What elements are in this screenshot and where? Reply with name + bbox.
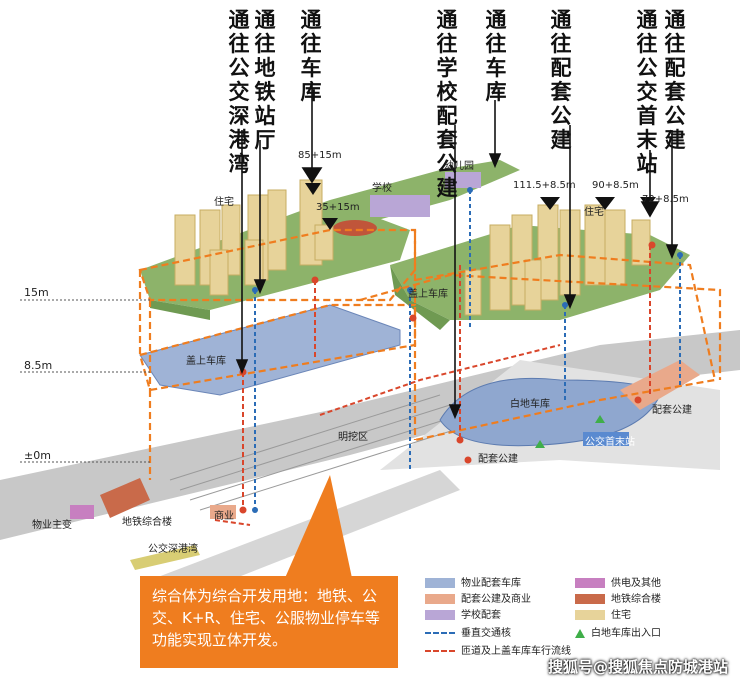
label-arrows <box>235 85 679 420</box>
label-to-garage-1: 通往车库 <box>300 8 322 104</box>
height-tag-1: 85+15m <box>298 150 342 161</box>
zone-school: 学校 <box>372 183 392 194</box>
zone-supporting-building-2: 配套公建 <box>652 405 692 416</box>
metro-complex-shape <box>100 478 150 518</box>
deck-left-edge <box>150 300 210 320</box>
legend-item-public-building: 配套公建及商业 <box>425 590 531 605</box>
legend-swatch <box>575 594 605 604</box>
height-markers <box>305 183 656 230</box>
legend-swatch <box>425 594 455 604</box>
core-dots <box>252 187 683 513</box>
legend-item-metro-complex: 地铁综合楼 <box>575 590 661 605</box>
legend-item-residential: 住宅 <box>575 606 631 621</box>
legend-item-vertical-core: 垂直交通核 <box>425 624 511 639</box>
level-lines <box>20 299 150 463</box>
legend-swatch <box>575 578 605 588</box>
zone-residential-right: 住宅 <box>584 207 604 218</box>
school-building <box>370 195 430 217</box>
deck-right-edge <box>390 265 450 330</box>
legend-item-vehicle-route: 匝道及上盖车库车行流线 <box>425 642 571 657</box>
residential-towers-right <box>464 204 651 316</box>
zone-residential-left: 住宅 <box>214 197 234 208</box>
substation-shape <box>70 505 94 519</box>
zone-metro-complex: 地铁综合楼 <box>122 517 172 528</box>
vertical-cores <box>254 190 681 510</box>
height-tag-3: 111.5+8.5m <box>513 180 576 191</box>
legend-dash <box>425 650 455 652</box>
zone-commercial: 商业 <box>214 511 234 522</box>
zone-deck-garage-left: 盖上车库 <box>186 356 226 367</box>
vehicle-routes <box>214 245 651 526</box>
zone-open-area: 明挖区 <box>338 432 368 443</box>
legend-item-property-garage: 物业配套车库 <box>425 574 521 589</box>
zone-bus-terminal: 公交首末站 <box>585 437 635 448</box>
level-0m: ±0m <box>24 449 51 462</box>
zone-bus-stop: 公交深港湾 <box>148 544 198 555</box>
callout-box: 综合体为综合开发用地：地铁、公交、K+R、住宅、公服物业停车等功能实现立体开发。 <box>140 576 398 668</box>
zone-kindergarten: 幼儿园 <box>444 161 474 172</box>
height-tag-2: 35+15m <box>316 202 360 213</box>
label-to-metro-hall: 通往地铁站厅 <box>254 8 276 152</box>
commercial-shape <box>210 505 236 519</box>
kindergarten-building <box>445 172 481 188</box>
height-tag-5: 72+8.5m <box>642 194 689 205</box>
zone-property-substation: 物业主变 <box>32 520 72 531</box>
bus-terminal-shape <box>583 432 629 446</box>
label-to-garage-2: 通往车库 <box>485 8 507 104</box>
garage-entrances <box>535 415 605 448</box>
watermark: 搜狐号@搜狐焦点防城港站 <box>547 658 728 676</box>
legend-swatch <box>425 578 455 588</box>
level-8-5m: 8.5m <box>24 359 53 372</box>
label-to-bus-terminal: 通往公交首末站 <box>636 8 658 176</box>
label-to-school-facilities: 通往学校配套公建 <box>436 8 458 200</box>
zone-white-garage: 白地车库 <box>510 399 550 410</box>
deck-garage-left-shape <box>139 304 401 396</box>
label-to-public-building-2: 通往配套公建 <box>664 8 686 152</box>
level-15m: 15m <box>24 286 49 299</box>
legend-item-school: 学校配套 <box>425 606 501 621</box>
zone-deck-garage-right: 盖上车库 <box>408 289 448 300</box>
legend-item-power: 供电及其他 <box>575 574 661 589</box>
legend-item-garage-entrance: 白地车库出入口 <box>575 624 661 639</box>
legend-swatch <box>425 610 455 620</box>
label-to-bus-shenganwan: 通往公交深港湾 <box>228 8 250 176</box>
legend-dash <box>425 632 455 634</box>
legend-swatch <box>575 610 605 620</box>
zone-supporting-building-1: 配套公建 <box>478 454 518 465</box>
residential-towers-left <box>174 179 334 296</box>
label-to-public-building-1: 通往配套公建 <box>550 8 572 152</box>
callout-pointer <box>285 475 352 578</box>
sports-track <box>333 220 377 236</box>
height-tag-4: 90+8.5m <box>592 180 639 191</box>
green-triangle-icon <box>575 628 585 638</box>
bus-stop-shape <box>130 545 200 570</box>
